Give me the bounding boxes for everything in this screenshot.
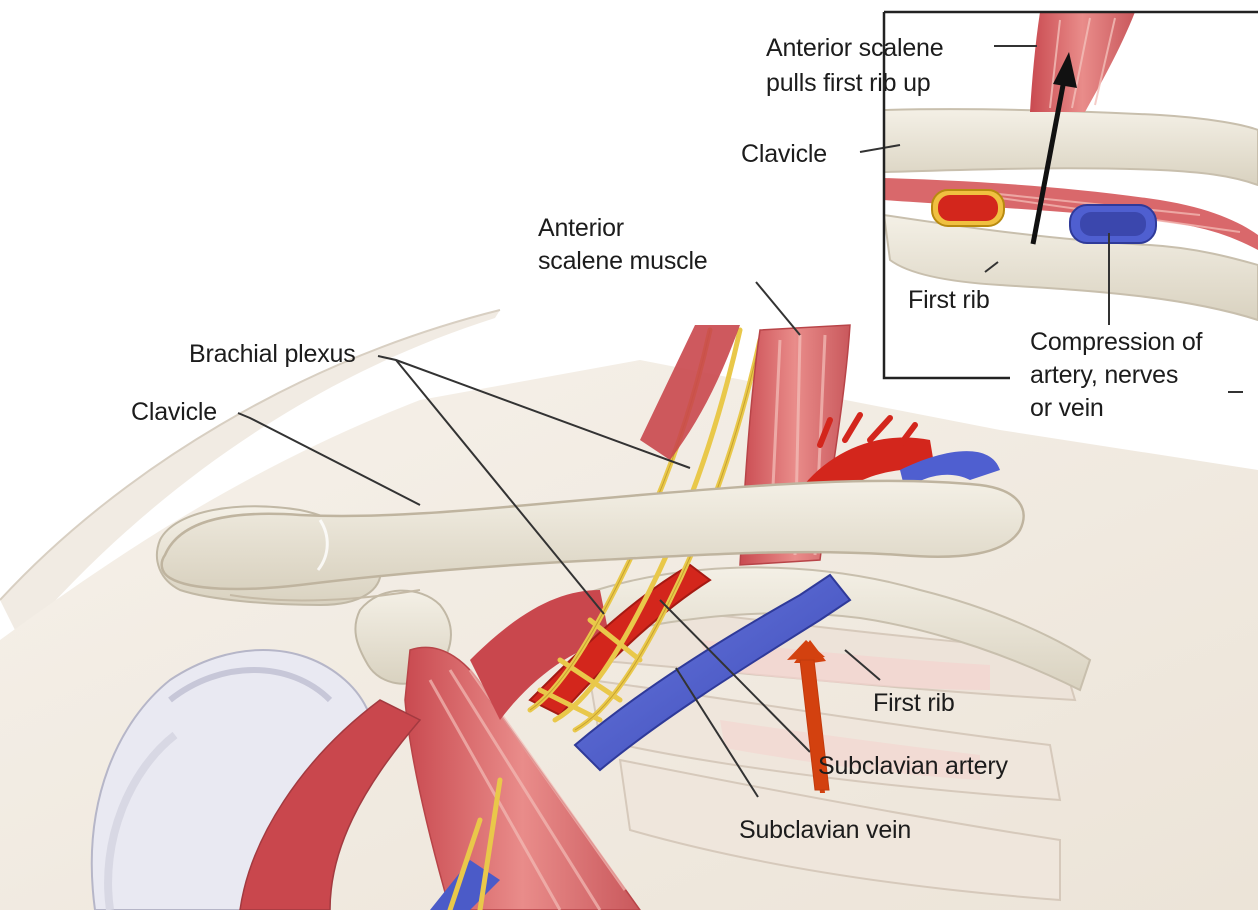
label-subclavian-artery: Subclavian artery	[818, 751, 1008, 781]
label-brachial-plexus: Brachial plexus	[189, 339, 356, 369]
label-inset-first-rib: First rib	[908, 285, 990, 315]
label-clavicle: Clavicle	[131, 397, 217, 427]
label-subclavian-vein: Subclavian vein	[739, 815, 911, 845]
label-inset-compression: Compression of artery, nerves or vein	[1030, 326, 1202, 425]
label-first-rib: First rib	[873, 688, 955, 718]
label-anterior-scalene-muscle: Anterior scalene muscle	[538, 212, 708, 278]
label-inset-anterior-scalene: Anterior scalene pulls first rib up	[766, 31, 943, 101]
label-inset-clavicle: Clavicle	[741, 139, 827, 169]
